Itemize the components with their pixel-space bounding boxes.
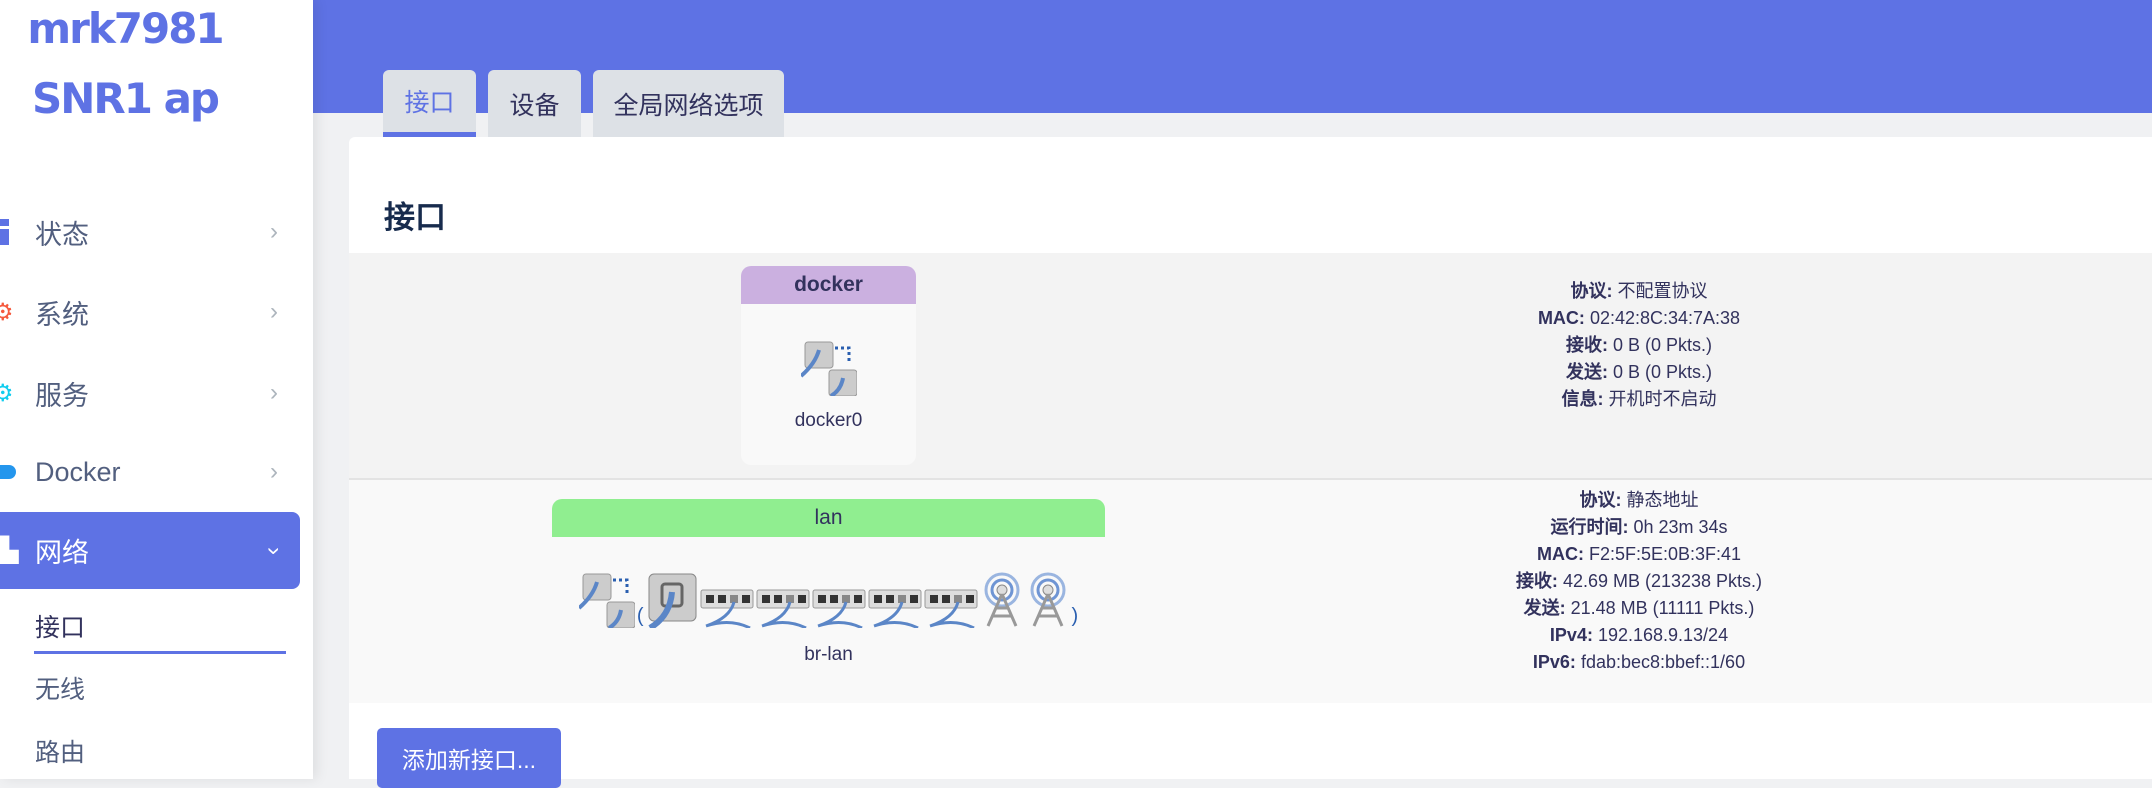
info-line: 发送: 0 B (0 Pkts.) xyxy=(1565,362,1713,382)
sidebar: mrk7981 SNR1 ap 状态 › ⚙ 系统 › ⚙ 服务 › Docke… xyxy=(0,0,313,779)
sidebar-subitem-interfaces[interactable]: 接口 xyxy=(35,614,86,642)
interface-badge-docker[interactable]: docker docker0 xyxy=(741,266,916,465)
bridge-icon xyxy=(578,573,635,628)
switch-icon xyxy=(924,589,977,628)
open-paren: ( xyxy=(636,605,644,627)
sidebar-subitem-routes[interactable]: 路由 xyxy=(35,739,86,767)
ethernet-port-icon xyxy=(647,573,696,628)
switch-icon xyxy=(812,589,865,628)
info-line: MAC: F2:5F:5E:0B:3F:41 xyxy=(1536,544,1742,564)
device-name: br-lan xyxy=(804,644,853,665)
info-line: 接收: 42.69 MB (213238 Pkts.) xyxy=(1515,571,1763,591)
sidebar-item-services[interactable]: ⚙ 服务 › xyxy=(0,363,300,423)
info-line: MAC: 02:42:8C:34:7A:38 xyxy=(1537,308,1741,328)
sidebar-item-label: 状态 xyxy=(35,219,89,250)
info-line: 协议: 不配置协议 xyxy=(1570,281,1708,301)
chevron-right-icon: › xyxy=(270,298,278,325)
interface-info-lan: 协议: 静态地址 运行时间: 0h 23m 34s MAC: F2:5F:5E:… xyxy=(1389,487,1889,676)
interface-name: lan xyxy=(552,499,1105,537)
sidebar-item-network[interactable]: ▙ 网络 › xyxy=(0,512,300,589)
interfaces-card: 接口 docker docker0 协议: 不配置协议 MAC: 02:42:8… xyxy=(349,137,2152,788)
info-line: 运行时间: 0h 23m 34s xyxy=(1550,517,1728,537)
info-line: 接收: 0 B (0 Pkts.) xyxy=(1565,335,1713,355)
services-icon: ⚙ xyxy=(0,379,14,407)
wireless-tower-icon xyxy=(984,572,1019,627)
wireless-tower-icon xyxy=(1030,572,1065,627)
info-line: IPv4: 192.168.9.13/24 xyxy=(1549,625,1729,645)
sidebar-item-system[interactable]: ⚙ 系统 › xyxy=(0,282,300,342)
info-line: 信息: 开机时不启动 xyxy=(1561,389,1717,409)
close-paren: ) xyxy=(1071,605,1079,627)
page-title: 接口 xyxy=(384,200,446,235)
tab-global-network-options[interactable]: 全局网络选项 xyxy=(593,70,784,137)
bridge-members: ( for(let i=0;i<5;i++)document.write('<s… xyxy=(552,537,1105,632)
interface-info-docker: 协议: 不配置协议 MAC: 02:42:8C:34:7A:38 接收: 0 B… xyxy=(1389,278,1889,413)
chevron-right-icon: › xyxy=(270,218,278,245)
interface-name: docker xyxy=(741,266,916,304)
info-line: IPv6: fdab:bec8:bbef::1/60 xyxy=(1532,652,1746,672)
tab-interfaces[interactable]: 接口 xyxy=(383,70,476,137)
interface-badge-lan[interactable]: lan ( for(let i=0;i<5;i++)document.write… xyxy=(552,499,1105,689)
device-name: docker0 xyxy=(794,410,863,431)
status-icon xyxy=(0,219,35,245)
add-interface-button[interactable]: 添加新接口... xyxy=(377,728,561,788)
switch-icon xyxy=(868,589,921,628)
tab-devices[interactable]: 设备 xyxy=(488,70,581,137)
sidebar-item-status[interactable]: 状态 › xyxy=(0,202,300,262)
network-icon: ▙ xyxy=(0,537,19,564)
bridge-icon xyxy=(741,304,916,396)
brand-line1: mrk7981 xyxy=(27,4,224,53)
sidebar-item-docker[interactable]: Docker › xyxy=(0,442,300,502)
docker-icon xyxy=(0,465,35,479)
brand-line2: SNR1 ap xyxy=(32,74,220,123)
sidebar-subitem-wireless[interactable]: 无线 xyxy=(35,676,86,704)
header-bar xyxy=(313,0,2152,113)
chevron-right-icon: › xyxy=(270,379,278,406)
sidebar-item-label: 网络 xyxy=(35,538,89,568)
sidebar-item-label: 服务 xyxy=(35,380,89,411)
sidebar-item-label: Docker xyxy=(35,456,121,487)
info-line: 协议: 静态地址 xyxy=(1579,490,1699,510)
switch-icon xyxy=(700,589,753,628)
chevron-right-icon: › xyxy=(270,458,278,485)
interface-row-lan: lan ( for(let i=0;i<5;i++)document.write… xyxy=(349,480,2152,703)
chevron-down-icon: › xyxy=(261,546,288,555)
interface-row-docker: docker docker0 协议: 不配置协议 MAC: 02:42:8C:3… xyxy=(349,253,2152,480)
gear-icon: ⚙ xyxy=(0,298,14,326)
info-line: 发送: 21.48 MB (11111 Pkts.) xyxy=(1523,598,1755,618)
active-subitem-underline xyxy=(34,651,286,654)
sidebar-item-label: 系统 xyxy=(35,299,89,330)
switch-icon xyxy=(756,589,809,628)
